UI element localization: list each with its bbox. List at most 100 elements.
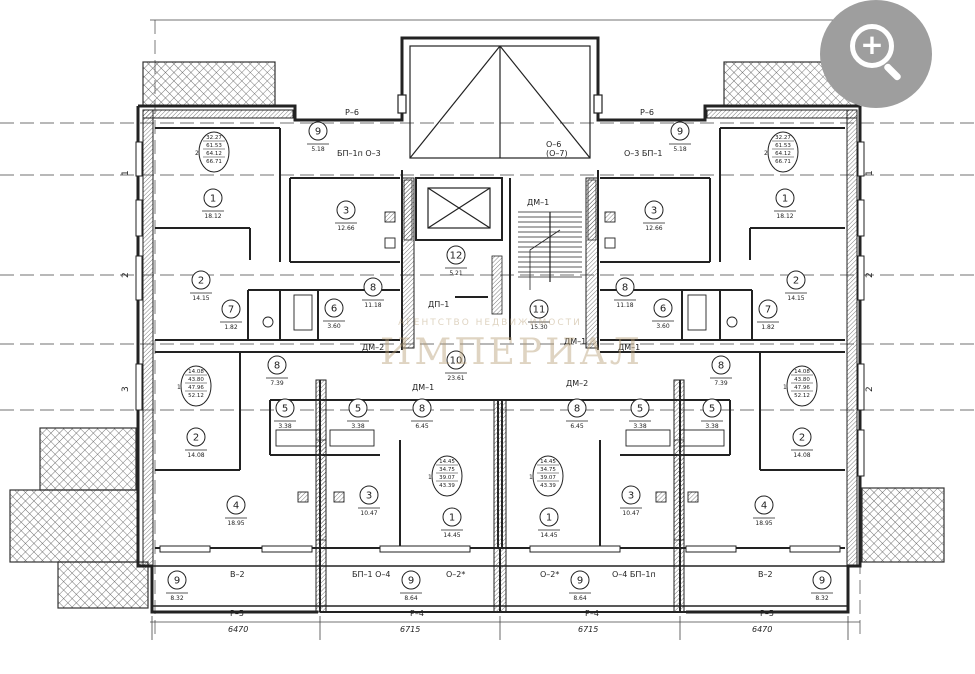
room-number: 9: [315, 127, 321, 138]
stove-icon: [333, 491, 345, 503]
room-markers: 95.1895.18118.12118.12312.66312.66214.15…: [166, 121, 833, 602]
room-area: 3.38: [633, 423, 647, 430]
room-number: 7: [765, 305, 771, 316]
room-marker: 86.45: [566, 398, 588, 430]
room-number: 5: [355, 404, 361, 415]
label-p5-right: Р–5: [760, 609, 774, 618]
room-marker: 98.64: [400, 570, 422, 602]
room-area: 8.32: [170, 595, 184, 602]
room-marker: 87.39: [266, 355, 288, 387]
room-marker: 310.47: [620, 485, 642, 517]
elevator: [427, 187, 491, 229]
room-number: 6: [331, 304, 337, 315]
stove-icon: [297, 491, 309, 503]
summary-prefix: 1: [783, 384, 787, 391]
bathtub-icon: [687, 294, 707, 331]
room-marker: 53.38: [629, 398, 651, 430]
bathtub-icon: [293, 294, 313, 331]
room-area: 1.82: [761, 324, 775, 331]
room-area: 6.45: [415, 423, 429, 430]
summary-value: 43.39: [439, 483, 455, 489]
stove-icon: [384, 211, 396, 223]
room-area: 12.66: [645, 225, 662, 232]
room-number: 5: [637, 404, 643, 415]
bathtub-icon: [329, 429, 375, 447]
room-area: 18.95: [755, 520, 772, 527]
room-area: 14.45: [540, 532, 557, 539]
summary-value: 39.07: [439, 475, 455, 481]
room-number: 9: [819, 576, 825, 587]
room-number: 9: [174, 576, 180, 587]
summary-prefix: 2: [764, 150, 768, 157]
room-marker: 114.45: [441, 507, 463, 539]
summary-value: 47.96: [188, 385, 204, 391]
summary-value: 14.08: [794, 369, 810, 375]
room-area: 7.39: [270, 380, 284, 387]
room-marker: 98.32: [166, 570, 188, 602]
summary-value: 43.80: [188, 377, 204, 383]
room-marker: 811.18: [362, 277, 384, 309]
room-area: 5.18: [673, 146, 687, 153]
summary-prefix: 2: [195, 150, 199, 157]
label-o2-right: О–2*: [540, 570, 559, 579]
summary-value: 34.75: [439, 467, 455, 473]
axis-label: 2: [865, 272, 875, 278]
room-number: 3: [343, 206, 349, 217]
dimension-value: 6470: [228, 625, 248, 634]
bathtub-icon: [625, 429, 671, 447]
axis-label: 1: [865, 170, 875, 176]
room-number: 5: [709, 404, 715, 415]
windows: [135, 141, 865, 553]
room-number: 11: [533, 305, 546, 316]
label-dm1c: ДМ–1: [618, 343, 640, 352]
summary-value: 43.39: [540, 483, 556, 489]
stove-icon: [604, 211, 616, 223]
room-marker: 53.38: [347, 398, 369, 430]
room-area: 10.47: [360, 510, 377, 517]
room-area: 11.18: [364, 302, 381, 309]
summary-value: 61.53: [206, 143, 222, 149]
stove-icon: [655, 491, 667, 503]
room-marker: 418.95: [753, 495, 775, 527]
room-number: 8: [622, 283, 628, 294]
toilet-icon: [262, 316, 274, 328]
room-number: 8: [718, 361, 724, 372]
summary-value: 34.75: [540, 467, 556, 473]
zoom-in-button[interactable]: +: [820, 0, 932, 108]
room-number: 8: [574, 404, 580, 415]
summary-value: 43.80: [794, 377, 810, 383]
plus-icon: +: [860, 28, 884, 61]
summary-value: 47.96: [794, 385, 810, 391]
label-p4-left: Р–4: [410, 609, 424, 618]
label-p6-right: Р–6: [640, 108, 654, 117]
room-marker: 418.95: [225, 495, 247, 527]
room-area: 18.12: [776, 213, 793, 220]
room-number: 2: [193, 433, 199, 444]
vent-shafts: [315, 179, 685, 541]
room-number: 1: [210, 194, 216, 205]
room-marker: 214.08: [791, 427, 813, 459]
summary-value: 32.27: [775, 135, 791, 141]
axis-labels-left: 1 2 3: [121, 170, 131, 392]
room-area: 23.61: [447, 375, 464, 382]
balcony-left-bottom: [57, 561, 149, 609]
room-marker: 98.64: [569, 570, 591, 602]
fixtures: [262, 211, 738, 503]
room-area: 6.45: [570, 423, 584, 430]
room-area: 7.39: [714, 380, 728, 387]
magnifier-handle: [882, 62, 903, 82]
room-number: 12: [450, 251, 463, 262]
dimension-value: 6715: [400, 625, 420, 634]
room-number: 5: [282, 404, 288, 415]
room-area: 14.08: [187, 452, 204, 459]
room-area: 5.18: [311, 146, 325, 153]
room-number: 7: [228, 305, 234, 316]
label-dm2a: ДМ–2: [362, 343, 384, 352]
dimension-bottom: 6470 6715 6715 6470: [150, 616, 860, 640]
room-number: 2: [198, 276, 204, 287]
axis-label: 3: [121, 386, 131, 392]
